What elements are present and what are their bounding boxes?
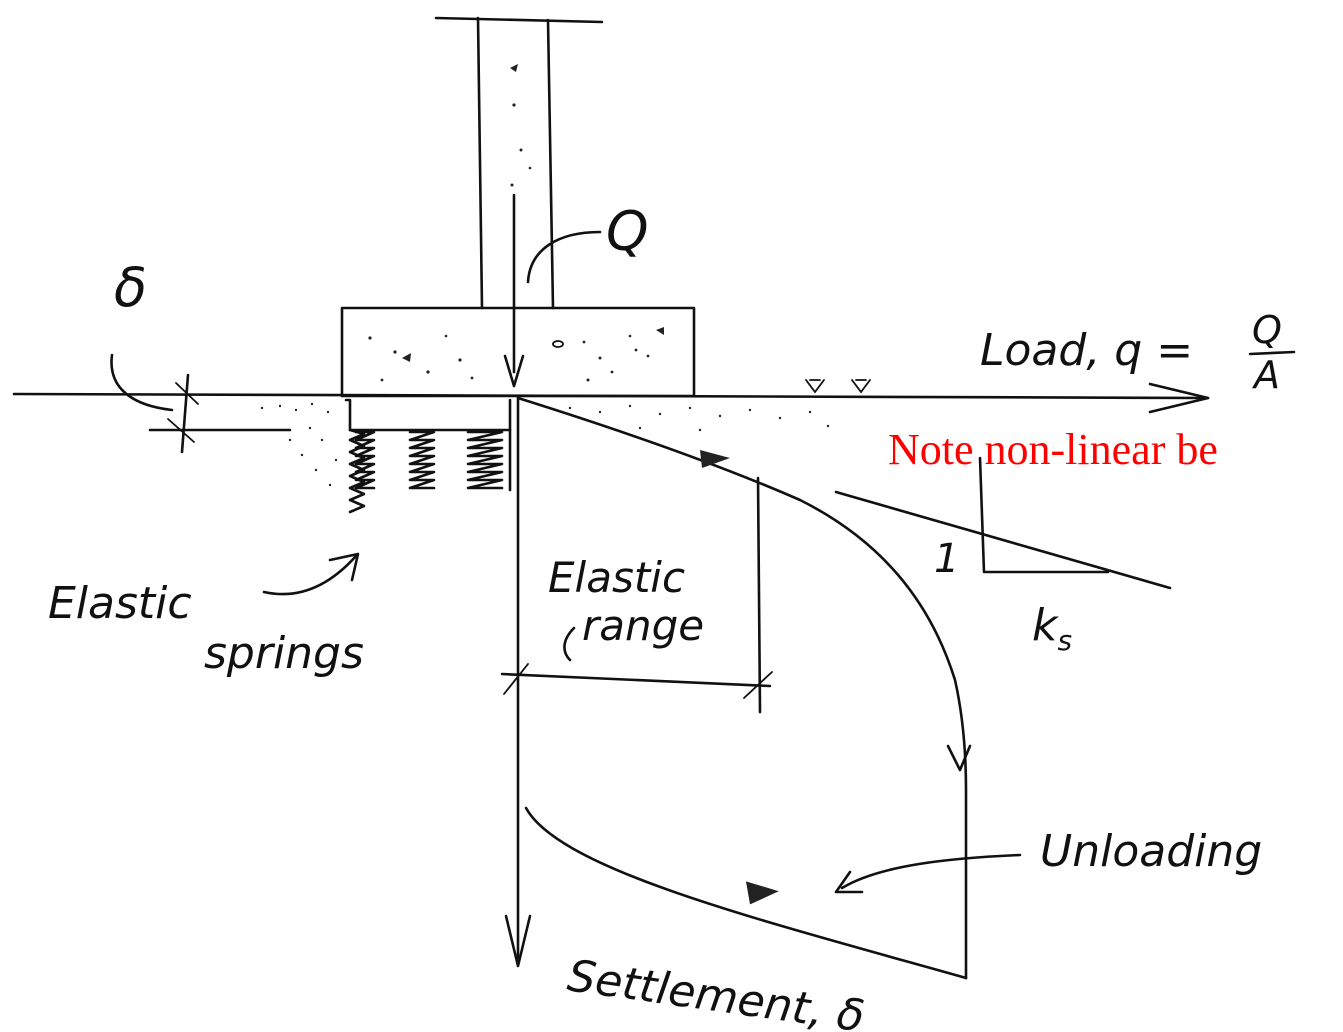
unloading-label: Unloading <box>1040 826 1262 877</box>
load-q-label: Q <box>606 200 649 263</box>
load-axis-label: Load, q = <box>980 325 1193 376</box>
elastic-springs <box>344 398 512 514</box>
ks-label: ks <box>1032 600 1072 657</box>
load-arrow-q <box>503 193 602 388</box>
settlement-axis <box>504 396 532 968</box>
nonlinear-behavior-note: Note non-linear be <box>888 425 1218 474</box>
tangent-ks <box>834 456 1172 590</box>
soil-texture <box>260 402 830 487</box>
elastic-range-dimension <box>500 476 773 714</box>
column <box>434 16 604 310</box>
springs-pointer <box>262 552 360 596</box>
footing <box>340 306 696 398</box>
load-frac-denominator: A <box>1251 353 1280 397</box>
loading-curve <box>516 396 972 980</box>
settlement-axis-label: Settlement, δ <box>564 950 867 1032</box>
elastic-springs-label-line2: springs <box>204 628 364 679</box>
elastic-range-label-line2: range <box>582 601 704 650</box>
elastic-range-label-line1: Elastic <box>548 553 685 602</box>
load-axis <box>12 379 1210 414</box>
delta-label: δ <box>114 256 147 319</box>
unloading-curve <box>524 806 1022 980</box>
slope-one-label: 1 <box>934 536 959 582</box>
load-frac-bar <box>1248 350 1296 356</box>
delta-dimension <box>110 353 292 454</box>
elastic-springs-label-line1: Elastic <box>48 578 192 629</box>
load-frac-numerator: Q <box>1252 308 1282 352</box>
